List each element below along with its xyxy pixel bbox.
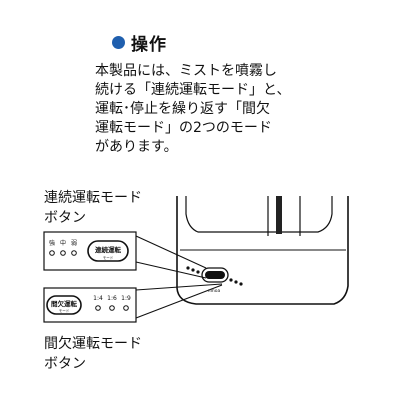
body-seam <box>276 196 282 234</box>
intermittent-mode-callout: 間欠運転モード ボタン <box>44 334 142 374</box>
callout-line: 連続運転モード <box>44 190 142 206</box>
intermittent-mode-button-sub: モード <box>59 309 70 313</box>
callout-lines-bottom <box>135 283 223 319</box>
description-line: 運転モード」の2つのモード <box>95 120 272 136</box>
section-heading: 操作 <box>112 30 167 55</box>
control-panel-bottom: 間欠運転 モード 1:4 1:6 1:9 <box>43 287 137 323</box>
indicator-led-icon <box>49 250 55 256</box>
callout-line: 間欠運転モード <box>44 336 142 352</box>
device-brand-label: ninoa <box>208 288 221 294</box>
indicator-weak-label: 弱 <box>71 240 77 247</box>
continuous-mode-button-label: 連続運転 <box>95 245 122 254</box>
description-line: 本製品には、ミストを噴霧し <box>95 63 277 79</box>
ratio-1-9-label: 1:9 <box>121 295 131 302</box>
indicator-led-icon <box>71 250 77 256</box>
continuous-mode-button[interactable] <box>87 240 129 262</box>
callout-line: ボタン <box>44 356 86 372</box>
description-line: があります。 <box>95 139 178 155</box>
device-control-cluster: ninoa <box>186 266 243 294</box>
section-title: 操作 <box>131 35 167 55</box>
description: 本製品には、ミストを噴霧し 続ける「連続運転モード」と、 運転･停止を繰り返す「… <box>95 62 325 157</box>
indicator-led-icon <box>60 250 66 256</box>
indicator-led-icon <box>109 305 115 311</box>
indicator-led-icon <box>95 305 101 311</box>
intermittent-mode-button-label: 間欠運転 <box>51 299 78 308</box>
indicator-led-icon <box>123 305 129 311</box>
control-panel-top: 強 中 弱 連続運転 モード <box>43 231 137 271</box>
indicator-medium-label: 中 <box>60 239 66 247</box>
intermittent-mode-button[interactable] <box>46 295 82 315</box>
continuous-mode-callout: 連続運転モード ボタン <box>44 188 142 228</box>
callout-lines-top <box>135 235 207 279</box>
callout-line: ボタン <box>44 210 86 226</box>
ratio-1-6-label: 1:6 <box>107 295 117 302</box>
indicator-strong-label: 強 <box>49 239 55 247</box>
ratio-1-4-label: 1:4 <box>93 295 103 302</box>
continuous-mode-button-sub: モード <box>103 256 114 260</box>
description-line: 運転･停止を繰り返す「間欠 <box>95 101 270 117</box>
description-line: 続ける「連続運転モード」と、 <box>95 82 291 98</box>
humidifier-body <box>176 196 349 305</box>
bullet-icon <box>112 36 125 49</box>
